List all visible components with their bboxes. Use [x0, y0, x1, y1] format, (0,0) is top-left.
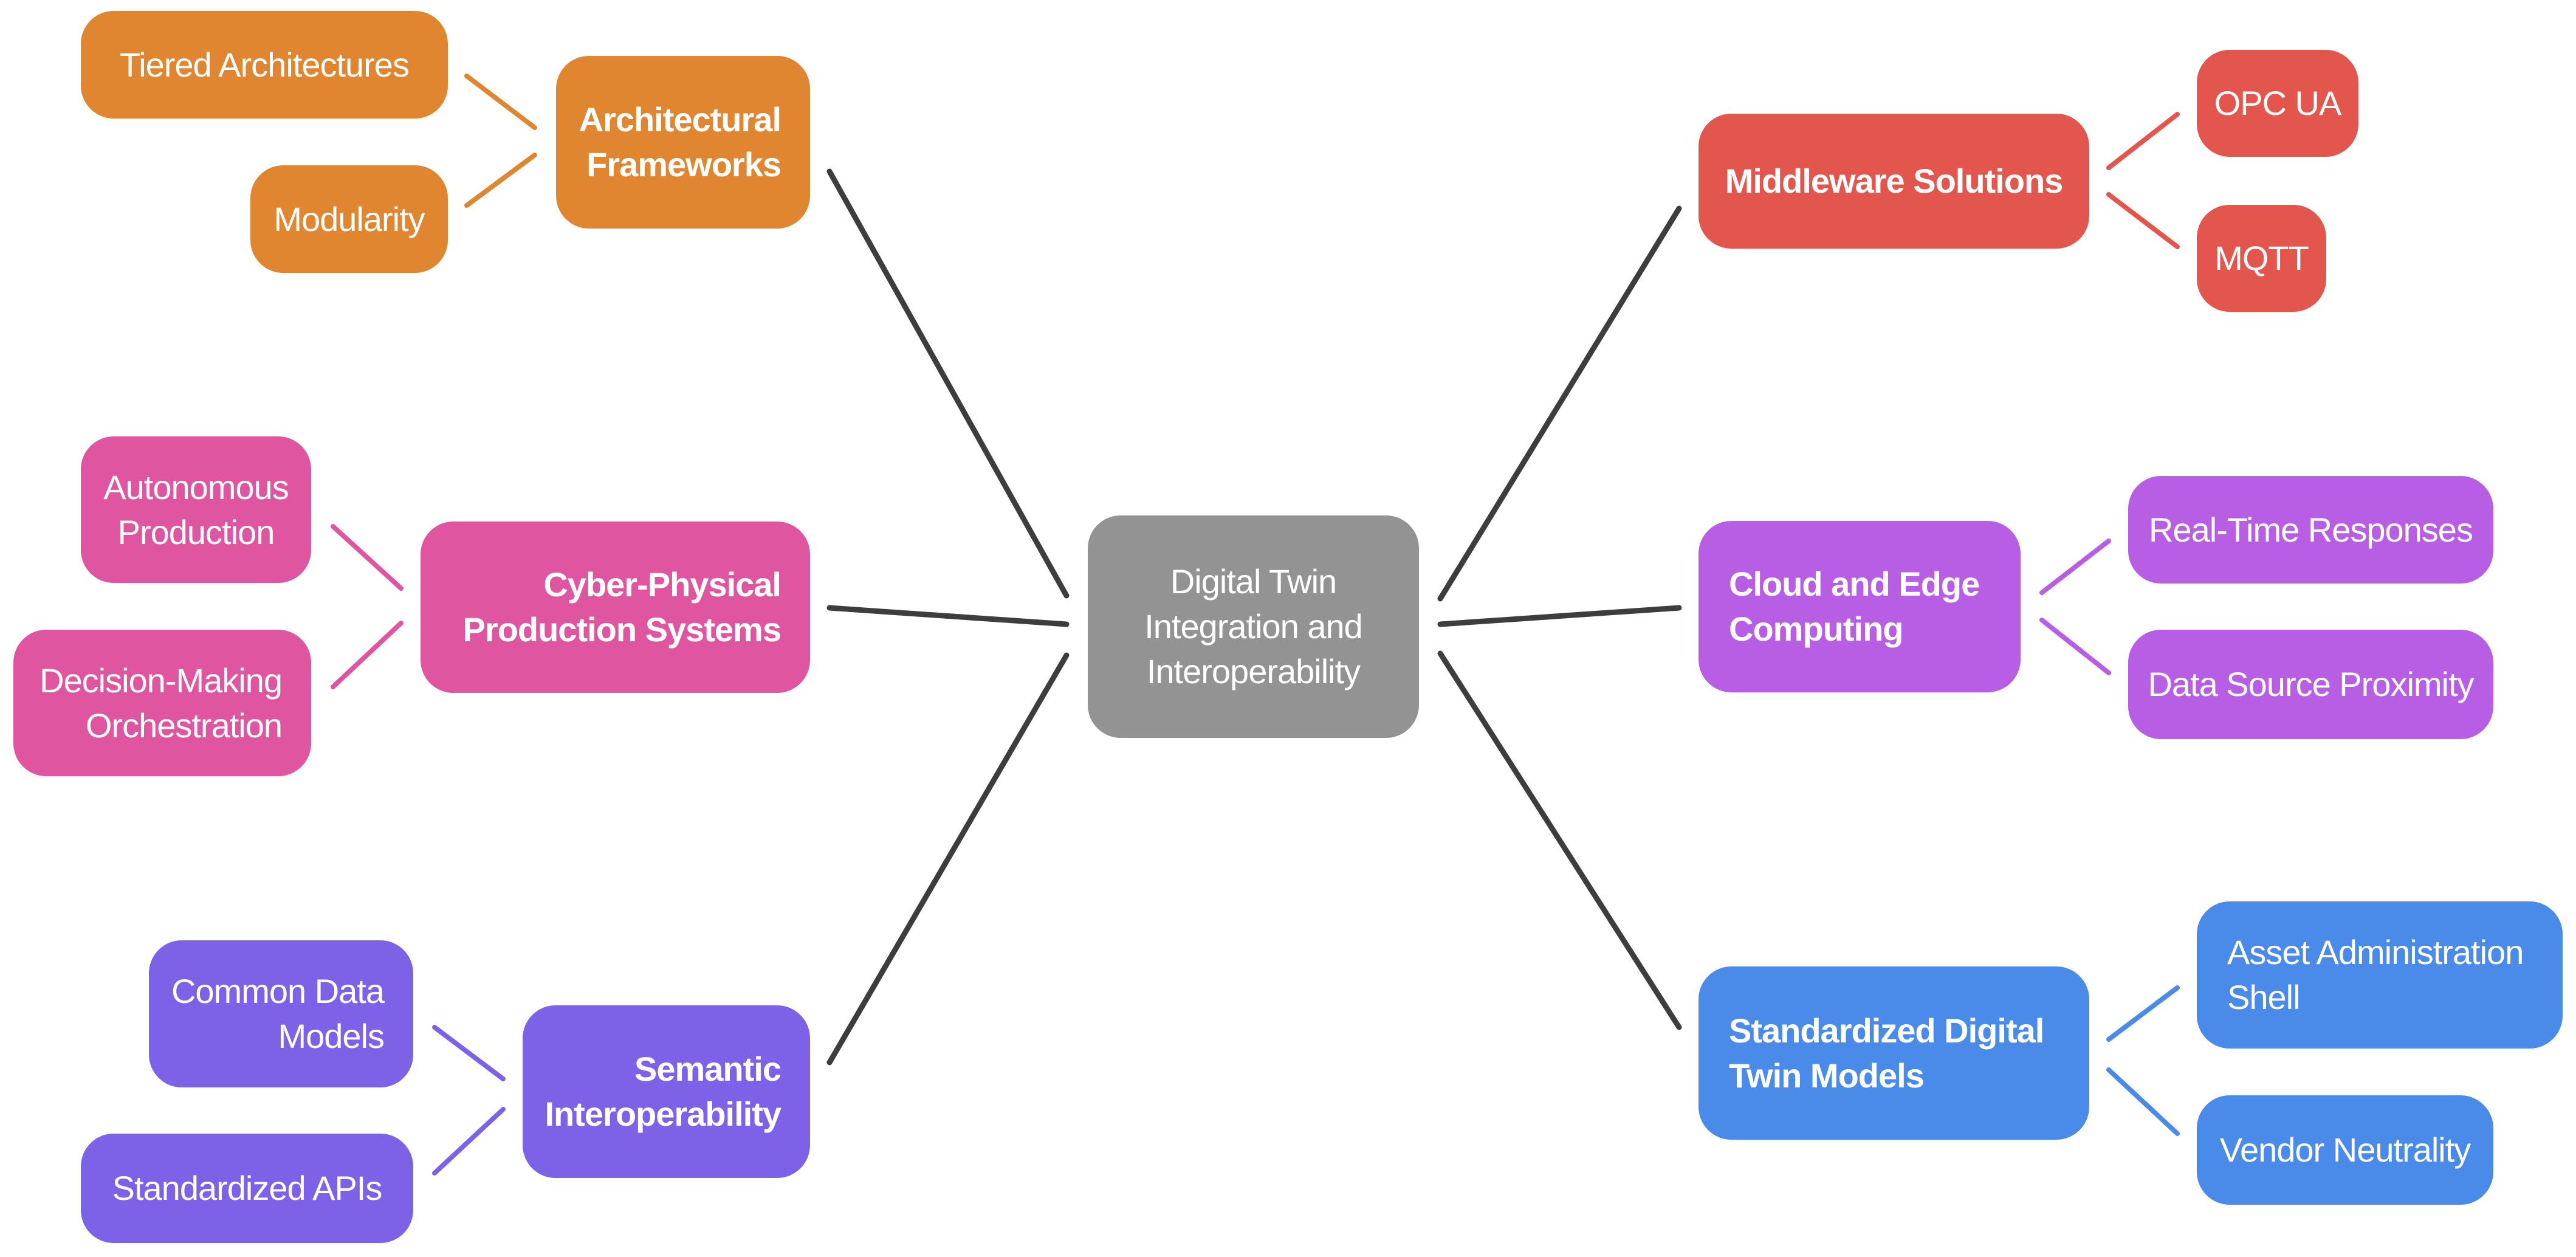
connector-asset-administration-shell	[2106, 985, 2180, 1042]
connector-tiered-architectures	[464, 74, 537, 130]
connector-autonomous-production	[331, 524, 404, 591]
leaf-label: Common Data Models	[171, 972, 385, 1055]
spoke-middleware-solutions	[1437, 205, 1682, 602]
connector-vendor-neutrality	[2106, 1067, 2180, 1136]
leaf-autonomous-production: Autonomous Production	[81, 436, 311, 583]
central-topic-label: Digital Twin Integration and Interoperab…	[1144, 562, 1363, 690]
connector-modularity	[464, 153, 537, 208]
leaf-tiered-architectures: Tiered Architectures	[81, 11, 448, 119]
leaf-label: Decision-Making Orchestration	[39, 661, 283, 745]
branch-standardized-digital-twin-models: Standardized Digital Twin Models	[1698, 966, 2089, 1140]
leaf-vendor-neutrality: Vendor Neutrality	[2197, 1095, 2493, 1205]
leaf-label: Standardized APIs	[112, 1169, 383, 1208]
spoke-architectural-frameworks	[826, 168, 1070, 599]
branch-middleware-solutions: Middleware Solutions	[1698, 114, 2089, 249]
leaf-label: Data Source Proximity	[2148, 665, 2474, 704]
leaf-asset-administration-shell: Asset Administration Shell	[2197, 901, 2563, 1049]
leaf-label: Real-Time Responses	[2149, 510, 2473, 549]
branch-label: Architectural Frameworks	[579, 100, 781, 184]
leaf-modularity: Modularity	[250, 165, 448, 273]
branch-label: Cyber-Physical Production Systems	[462, 565, 781, 649]
branch-label: Middleware Solutions	[1725, 162, 2064, 201]
branch-cloud-and-edge-computing: Cloud and Edge Computing	[1698, 521, 2021, 692]
branch-label: Standardized Digital Twin Models	[1729, 1011, 2044, 1095]
spoke-semantic-interoperability	[826, 652, 1070, 1066]
leaf-label: Vendor Neutrality	[2219, 1131, 2471, 1169]
branch-cyber-physical-production-systems: Cyber-Physical Production Systems	[421, 522, 810, 693]
spoke-standardized-digital-twin-models	[1437, 650, 1682, 1030]
branch-architectural-frameworks: Architectural Frameworks	[556, 56, 810, 229]
leaf-real-time-responses: Real-Time Responses	[2128, 476, 2493, 584]
leaf-label: Modularity	[273, 199, 425, 238]
connector-opc-ua	[2106, 112, 2180, 170]
branch-label: Semantic Interoperability	[544, 1050, 781, 1133]
leaf-mqtt: MQTT	[2197, 205, 2326, 312]
connector-common-data-models	[432, 1025, 506, 1081]
leaf-label: Autonomous Production	[103, 467, 289, 551]
connector-data-source-proximity	[2039, 618, 2111, 675]
leaf-label: Asset Administration Shell	[2227, 933, 2524, 1016]
connector-decision-making-orchestration	[331, 621, 404, 689]
branch-label: Cloud and Edge Computing	[1729, 565, 1980, 648]
leaf-label: Tiered Architectures	[120, 45, 410, 84]
connector-standardized-apis	[432, 1107, 506, 1176]
leaf-common-data-models: Common Data Models	[149, 940, 413, 1087]
leaf-decision-making-orchestration: Decision-Making Orchestration	[13, 630, 311, 776]
spoke-cloud-and-edge-computing	[1437, 605, 1682, 627]
spoke-cyber-physical-production-systems	[826, 605, 1070, 627]
leaf-opc-ua: OPC UA	[2197, 50, 2358, 157]
connector-mqtt	[2106, 192, 2180, 249]
connector-real-time-responses	[2039, 539, 2111, 595]
leaf-label: OPC UA	[2214, 84, 2342, 123]
leaf-label: MQTT	[2214, 239, 2309, 278]
leaf-standardized-apis: Standardized APIs	[81, 1134, 413, 1243]
central-topic-node: Digital Twin Integration and Interoperab…	[1088, 515, 1419, 738]
branch-semantic-interoperability: Semantic Interoperability	[523, 1005, 810, 1178]
leaf-data-source-proximity: Data Source Proximity	[2128, 630, 2493, 739]
